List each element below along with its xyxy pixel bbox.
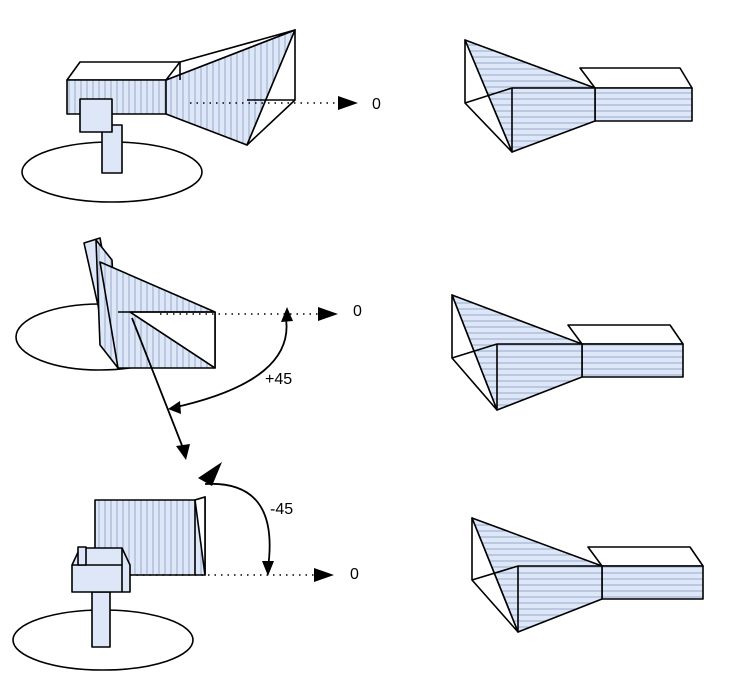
antenna-middle-left: [15, 237, 216, 371]
antenna-bottom-left: [12, 496, 206, 671]
angle-label-zero-top: 0: [372, 96, 381, 113]
horn-right-middle: [451, 294, 684, 411]
tilt-pointer-minus45: [198, 462, 222, 486]
direction-arrow-middle: [318, 307, 338, 321]
mount-bracket-top: [79, 98, 113, 133]
direction-arrow-bottom: [314, 568, 334, 582]
angle-label-zero-bottom: 0: [350, 566, 359, 583]
angle-arc-minus45: [204, 483, 271, 569]
direction-arrow-top: [338, 96, 358, 110]
angle-label-minus45: -45: [270, 501, 293, 518]
angle-arc-plus45: [171, 312, 288, 409]
angle-label-zero-middle: 0: [353, 303, 362, 320]
tilt-pointer-plus45: [131, 317, 184, 449]
angle-label-plus45: +45: [265, 371, 292, 388]
horn-right-bottom: [471, 517, 704, 633]
antenna-top-left: [21, 29, 296, 203]
horn-right-top: [464, 39, 693, 153]
pedestal-post-bottom: [91, 591, 111, 648]
